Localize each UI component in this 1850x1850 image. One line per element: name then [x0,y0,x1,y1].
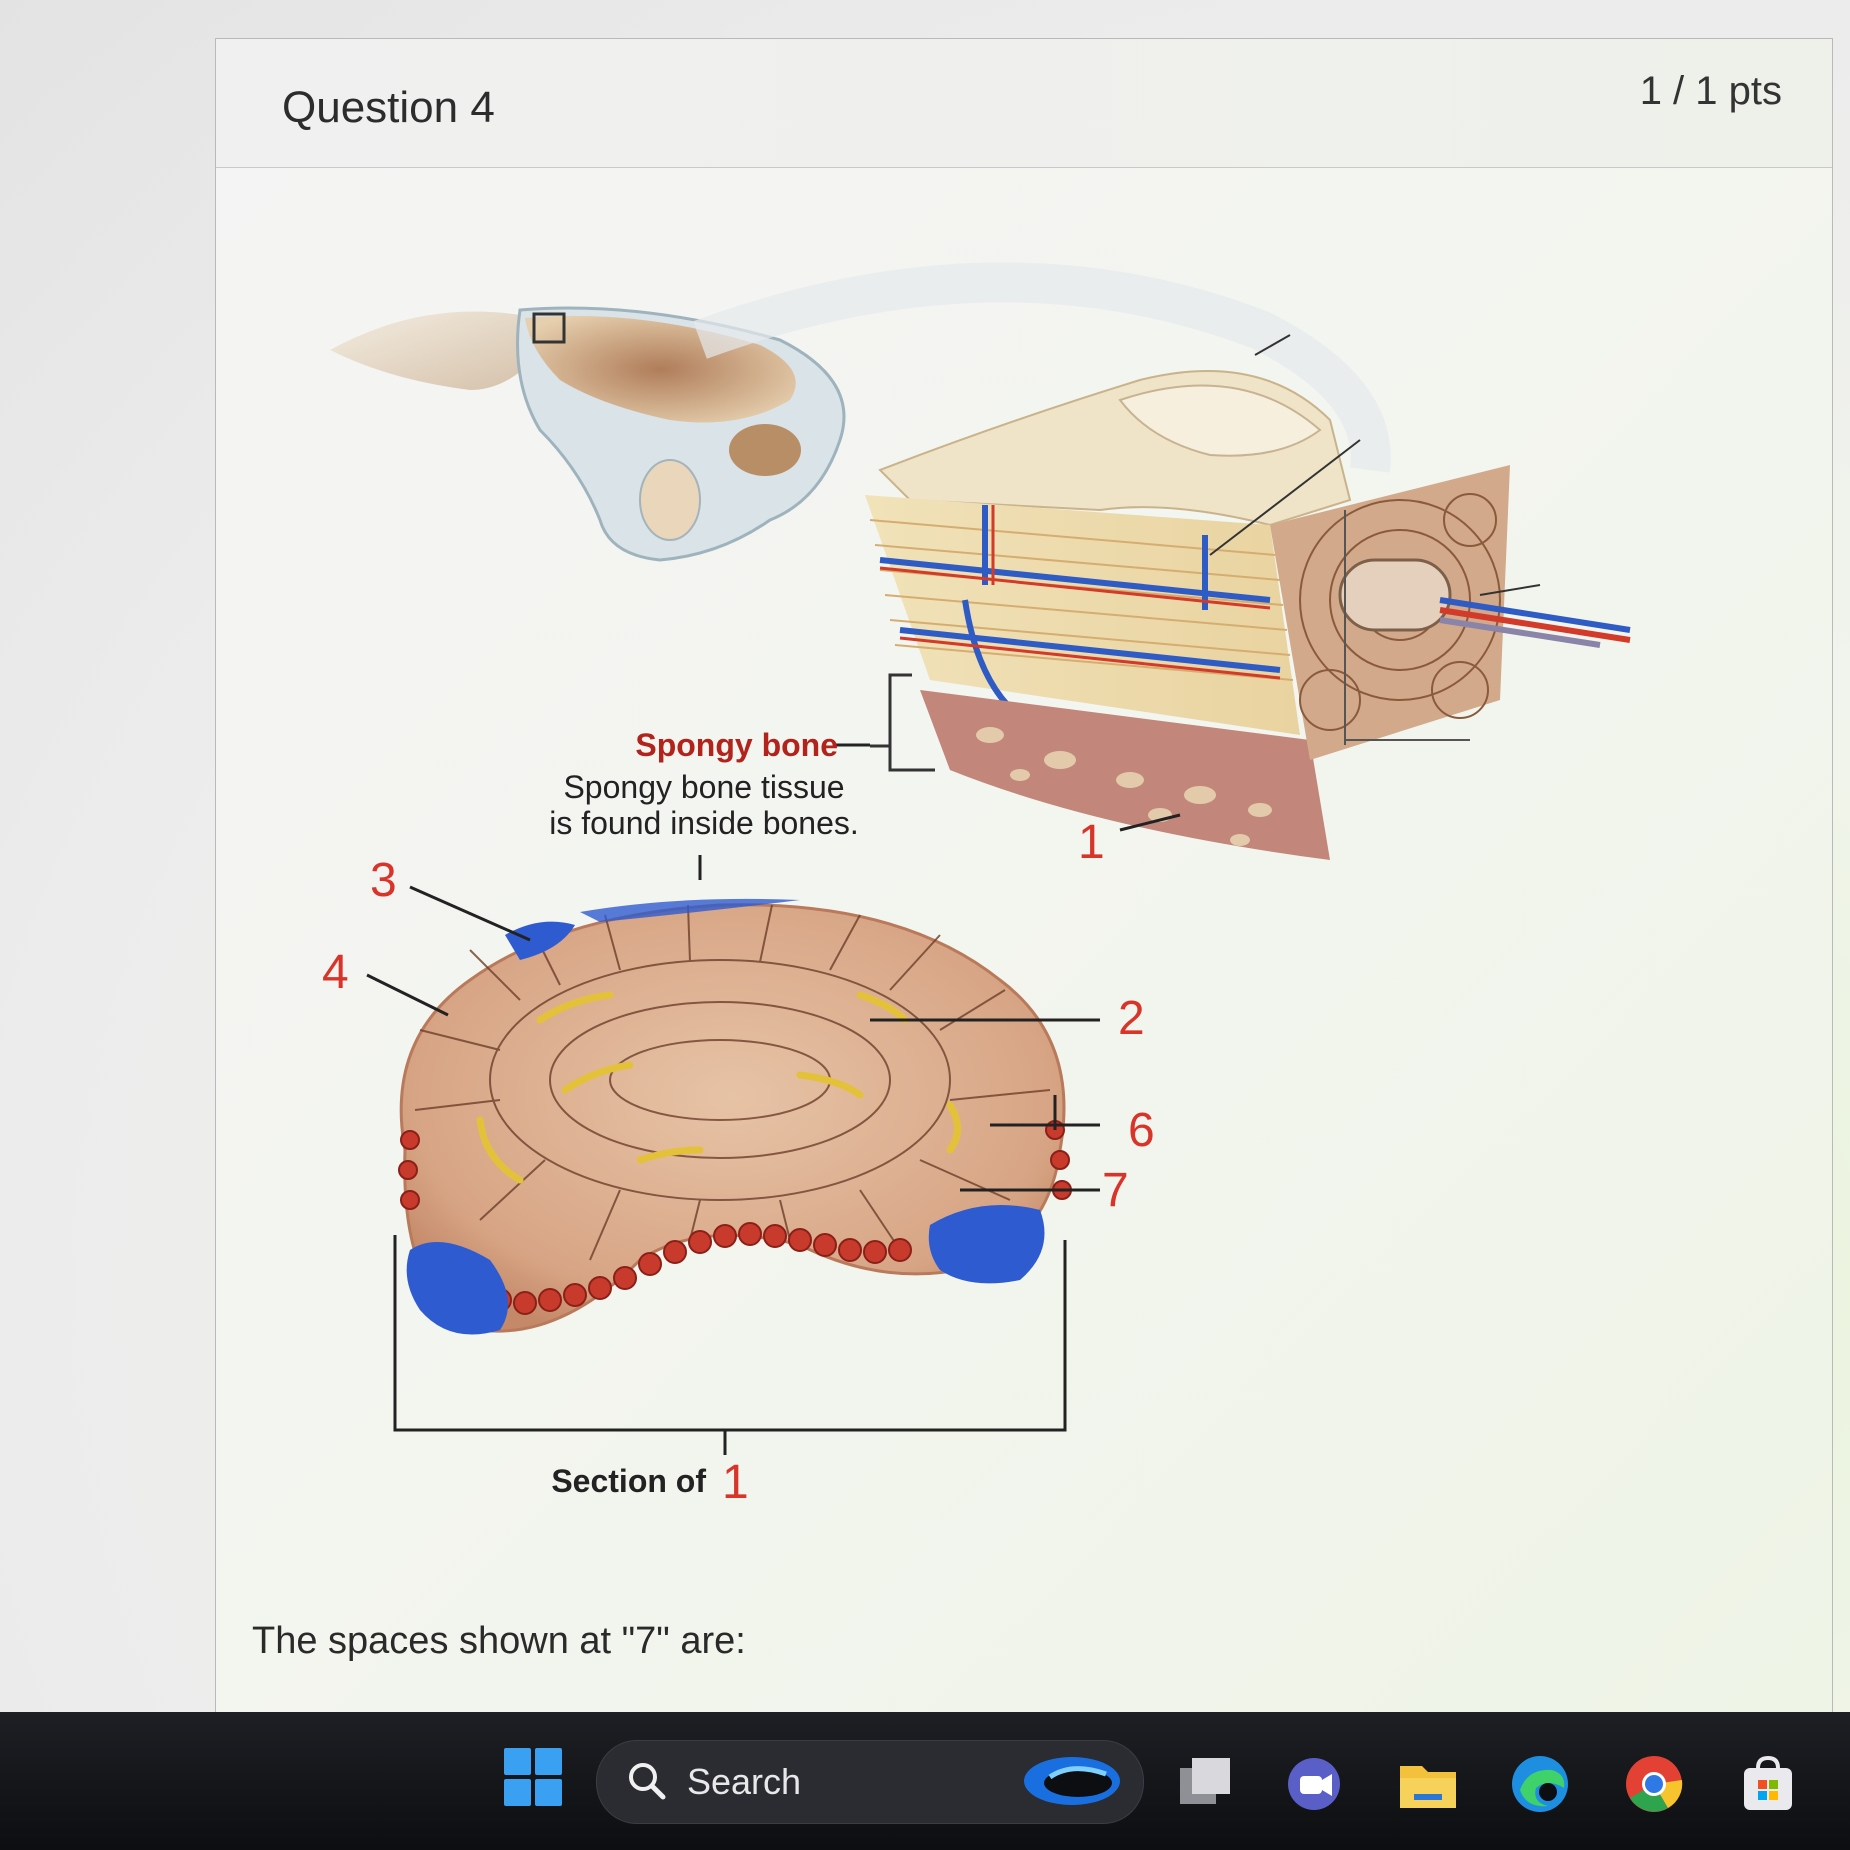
callout-4: 4 [322,946,349,999]
trabecula-section-illustration [398,898,1072,1335]
question-prompt: The spaces shown at "7" are: [252,1620,746,1662]
search-icon [629,1763,666,1800]
callout-6: 6 [1128,1104,1155,1157]
spongy-caption-line2: is found inside bones. [549,805,859,841]
bone-block-illustration [865,334,1631,860]
store-icon[interactable] [1736,1752,1800,1816]
section-of-label: Section of [551,1463,706,1499]
femur-illustration [330,262,1391,562]
windows-start-icon[interactable] [504,1748,562,1806]
teams-icon[interactable] [1282,1752,1346,1816]
task-view-icon[interactable] [1172,1752,1236,1816]
windows-taskbar: Search [0,1712,1850,1850]
question-header: Question 4 1 / 1 pts [216,39,1832,168]
leader-lines [366,743,1181,1455]
chrome-icon[interactable] [1622,1752,1686,1816]
question-title: Question 4 [282,83,495,132]
spongy-caption-line1: Spongy bone tissue [563,769,844,805]
question-points: 1 / 1 pts [1639,69,1782,113]
spongy-bone-label: Spongy bone [635,727,838,763]
callout-1: 1 [1078,816,1105,869]
callout-3: 3 [370,854,397,907]
search-label: Search [687,1761,802,1802]
section-number: 1 [722,1456,749,1509]
callout-7: 7 [1102,1164,1129,1217]
file-explorer-icon[interactable] [1396,1752,1460,1816]
copilot-icon[interactable] [1020,1752,1124,1810]
callout-2: 2 [1118,992,1145,1045]
edge-icon[interactable] [1508,1752,1572,1816]
